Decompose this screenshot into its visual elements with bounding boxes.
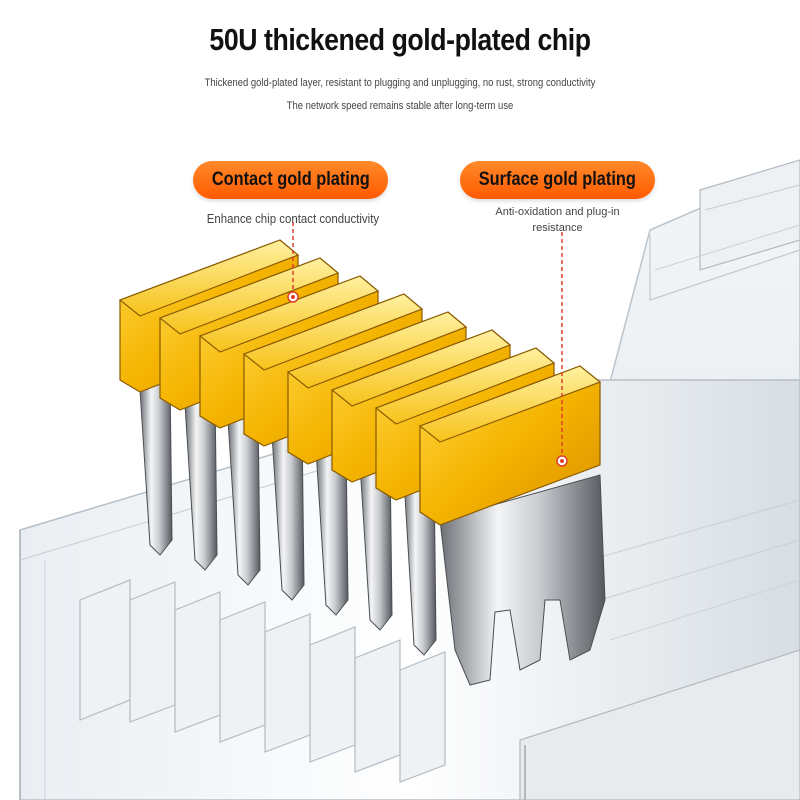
contact-slots [79, 579, 446, 783]
callout-surface-gold-plating: Surface gold plating [460, 161, 655, 199]
callout-label: Contact gold plating [211, 169, 370, 190]
callout-contact-gold-plating: Contact gold plating [193, 161, 388, 199]
callout-label: Surface gold plating [478, 169, 637, 190]
callout-description-text: Enhance chip contact conductivity [206, 211, 379, 226]
gold-contacts [118, 239, 602, 526]
subtitle-line-2: The network speed remains stable after l… [286, 100, 514, 112]
callout-markers [287, 291, 568, 467]
callout-description: Enhance chip contact conductivity [170, 211, 415, 226]
callout-description: Anti-oxidation and plug-in resistance [495, 206, 620, 234]
callout-lines [292, 222, 563, 460]
headline: 50U thickened gold-plated chip [209, 22, 591, 57]
silver-prongs [139, 377, 606, 686]
subtitle-line-1: Thickened gold-plated layer, resistant t… [204, 77, 596, 89]
